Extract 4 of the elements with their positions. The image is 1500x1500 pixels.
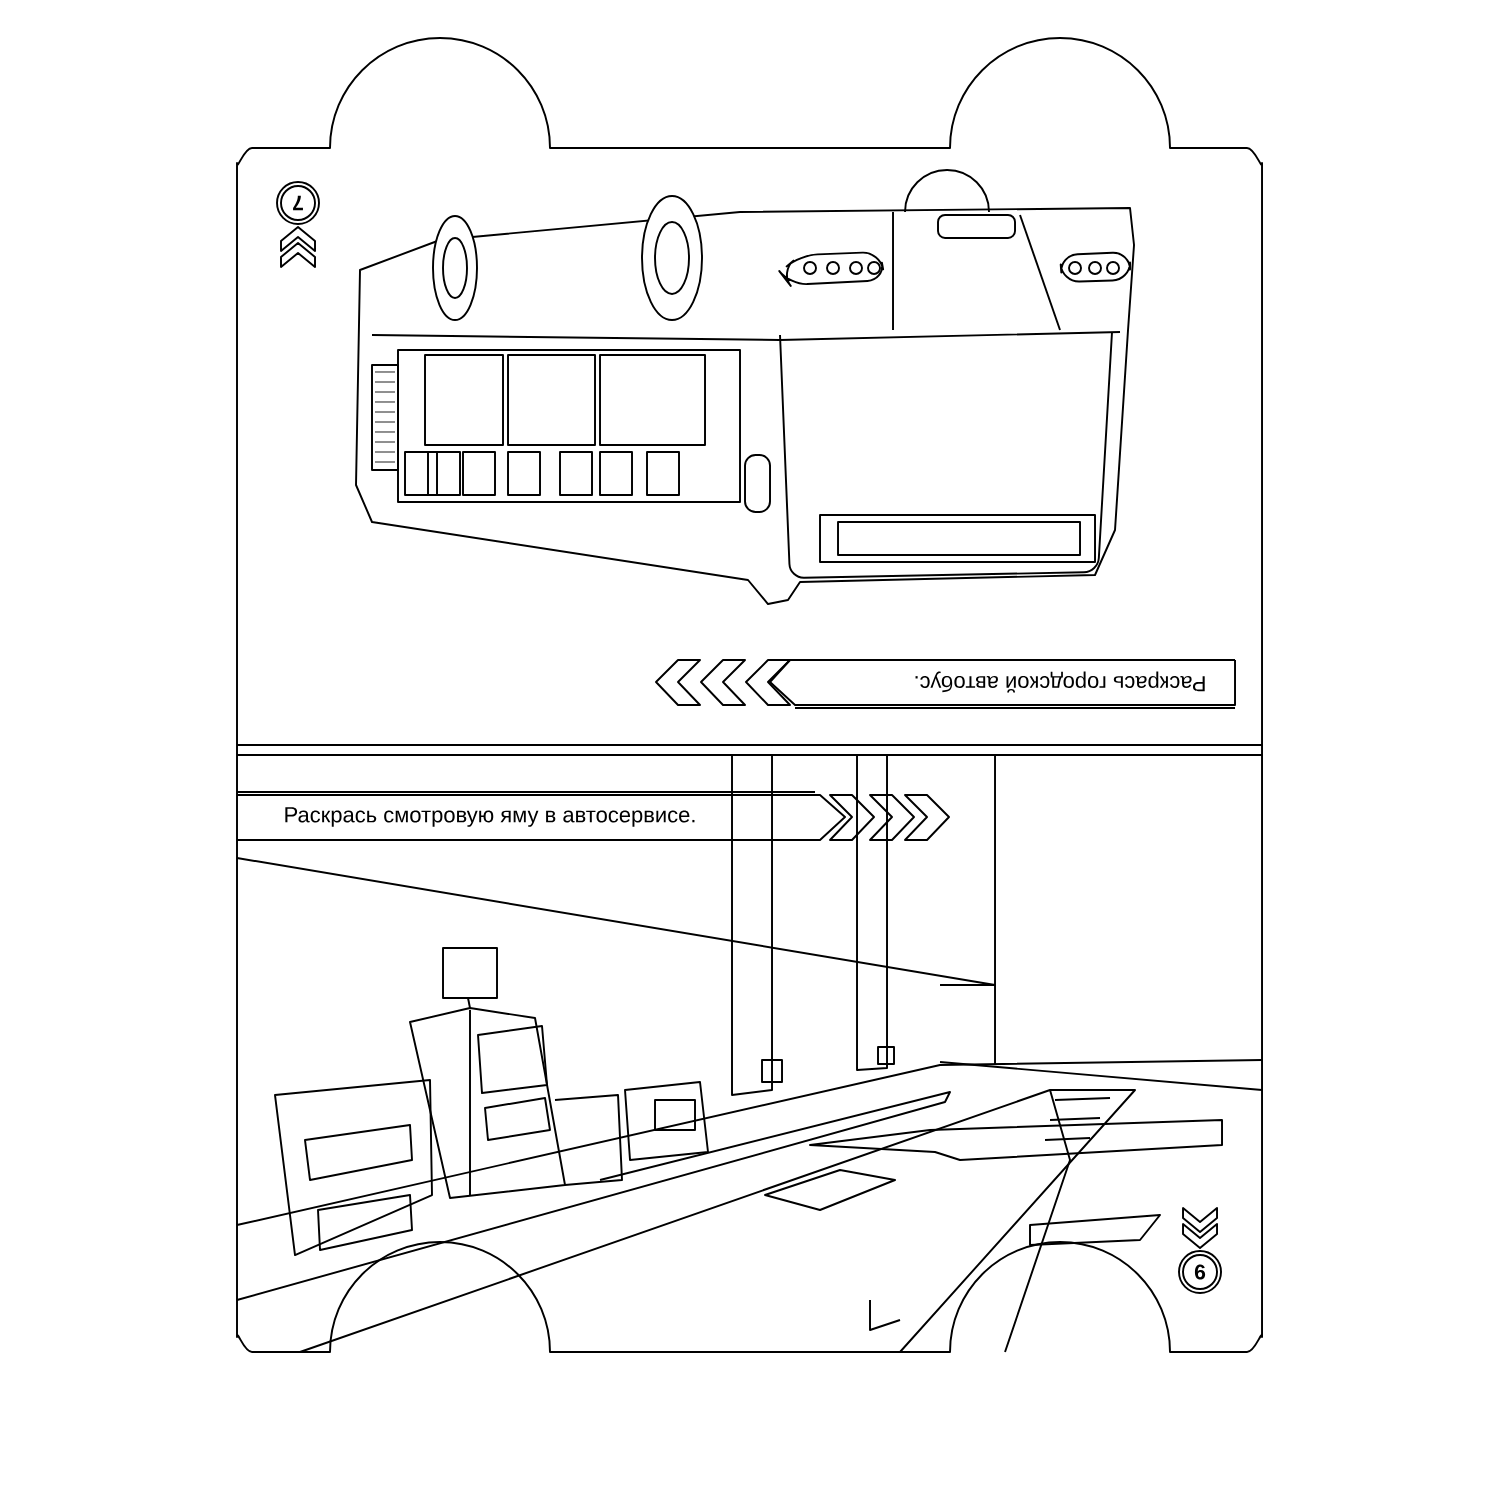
page-number-badge: 6 [1178,1250,1222,1294]
page-number-badge: 7 [276,181,320,225]
instruction-banner: Раскрась смотровую яму в автосервисе. [236,791,846,841]
instruction-banner: Раскрась городской автобус. [769,659,1236,709]
